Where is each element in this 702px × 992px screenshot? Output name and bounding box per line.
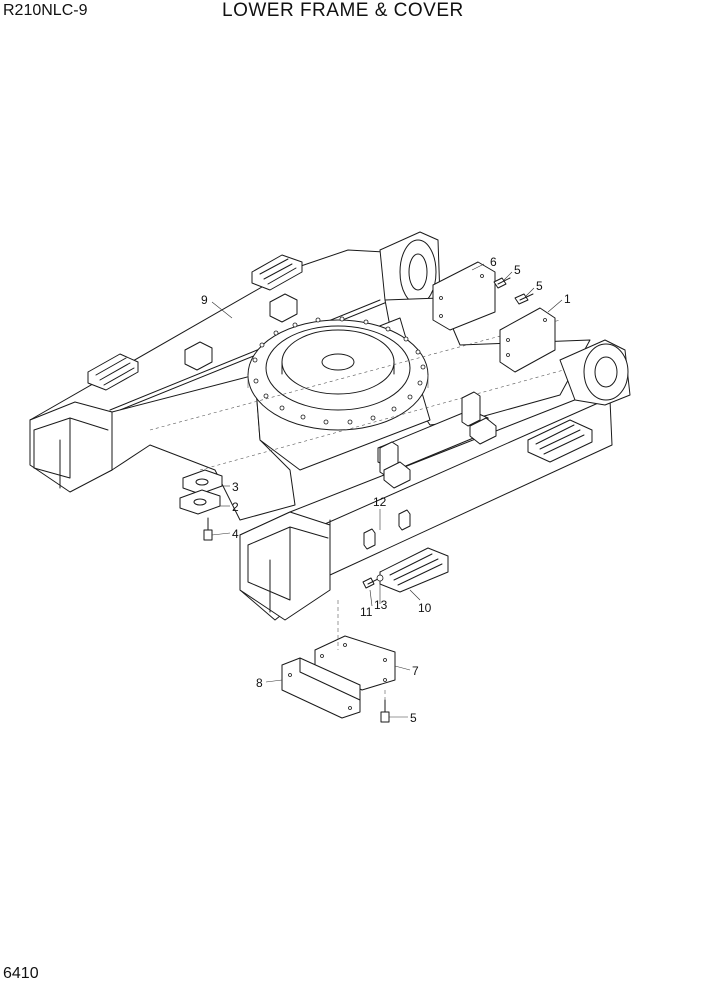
bolt-5-upper-b — [514, 293, 534, 305]
bolt-5-upper-a — [493, 277, 511, 289]
callout-13: 13 — [374, 598, 388, 612]
left-track-frame — [29, 231, 441, 493]
callout-5-c: 5 — [410, 711, 417, 725]
bolt-5-lower — [380, 699, 390, 723]
gasket-part-2 — [179, 489, 221, 515]
step-part-10 — [379, 547, 449, 593]
callout-1: 1 — [564, 292, 571, 306]
callout-11: 11 — [360, 605, 373, 619]
callout-12: 12 — [373, 495, 387, 509]
callout-2: 2 — [232, 500, 239, 514]
callout-7: 7 — [412, 664, 419, 678]
callout-6: 6 — [490, 255, 497, 269]
page-title: LOWER FRAME & COVER — [222, 0, 464, 21]
callout-3: 3 — [232, 480, 239, 494]
callout-8: 8 — [256, 676, 263, 690]
model-label: R210NLC-9 — [3, 2, 88, 19]
cover-part-1 — [499, 307, 556, 373]
under-cover-part-8 — [281, 657, 361, 719]
callout-5-b: 5 — [536, 279, 543, 293]
right-track-frame — [239, 339, 631, 621]
callout-9: 9 — [201, 293, 208, 307]
washer-part-13 — [376, 574, 384, 582]
bearing-bolt-holes — [252, 316, 426, 425]
cover-part-6 — [432, 261, 496, 331]
bolt-part-4 — [203, 517, 213, 541]
leader-lines — [211, 263, 563, 718]
callout-10: 10 — [418, 601, 432, 615]
callout-4: 4 — [232, 527, 239, 541]
center-carbody — [111, 297, 601, 521]
callout-5-a: 5 — [514, 263, 521, 277]
page-number: 6410 — [3, 965, 39, 982]
